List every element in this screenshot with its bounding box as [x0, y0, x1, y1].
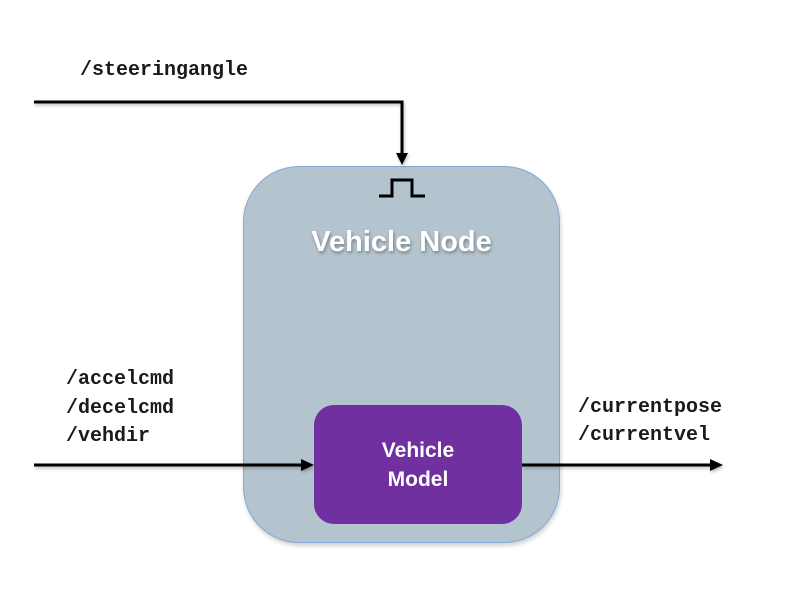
steeringangle-trigger-connector — [34, 100, 408, 165]
steeringangle-line — [34, 100, 404, 156]
input-arrowhead-icon — [301, 459, 314, 471]
currentvel-topic-label: /currentvel — [578, 424, 711, 447]
output-data-connector — [522, 459, 723, 471]
accelcmd-topic-label: /accelcmd — [66, 368, 175, 391]
steeringangle-topic-label: /steeringangle — [80, 59, 249, 82]
output-arrowhead-icon — [710, 459, 723, 471]
steeringangle-arrowhead-icon — [396, 153, 408, 165]
vehicle-model-label: Vehicle Model — [382, 436, 454, 494]
rising-edge-trigger-icon — [379, 178, 425, 198]
currentpose-topic-label: /currentpose — [578, 396, 723, 419]
vehicle-model-label-line2: Model — [387, 467, 449, 491]
input-data-connector — [34, 459, 314, 471]
vehdir-topic-label: /vehdir — [66, 425, 151, 448]
vehicle-node-title: Vehicle Node — [311, 226, 492, 258]
vehicle-model-block: Vehicle Model — [314, 405, 522, 524]
decelcmd-topic-label: /decelcmd — [66, 397, 175, 420]
vehicle-model-label-line1: Vehicle — [381, 438, 455, 462]
